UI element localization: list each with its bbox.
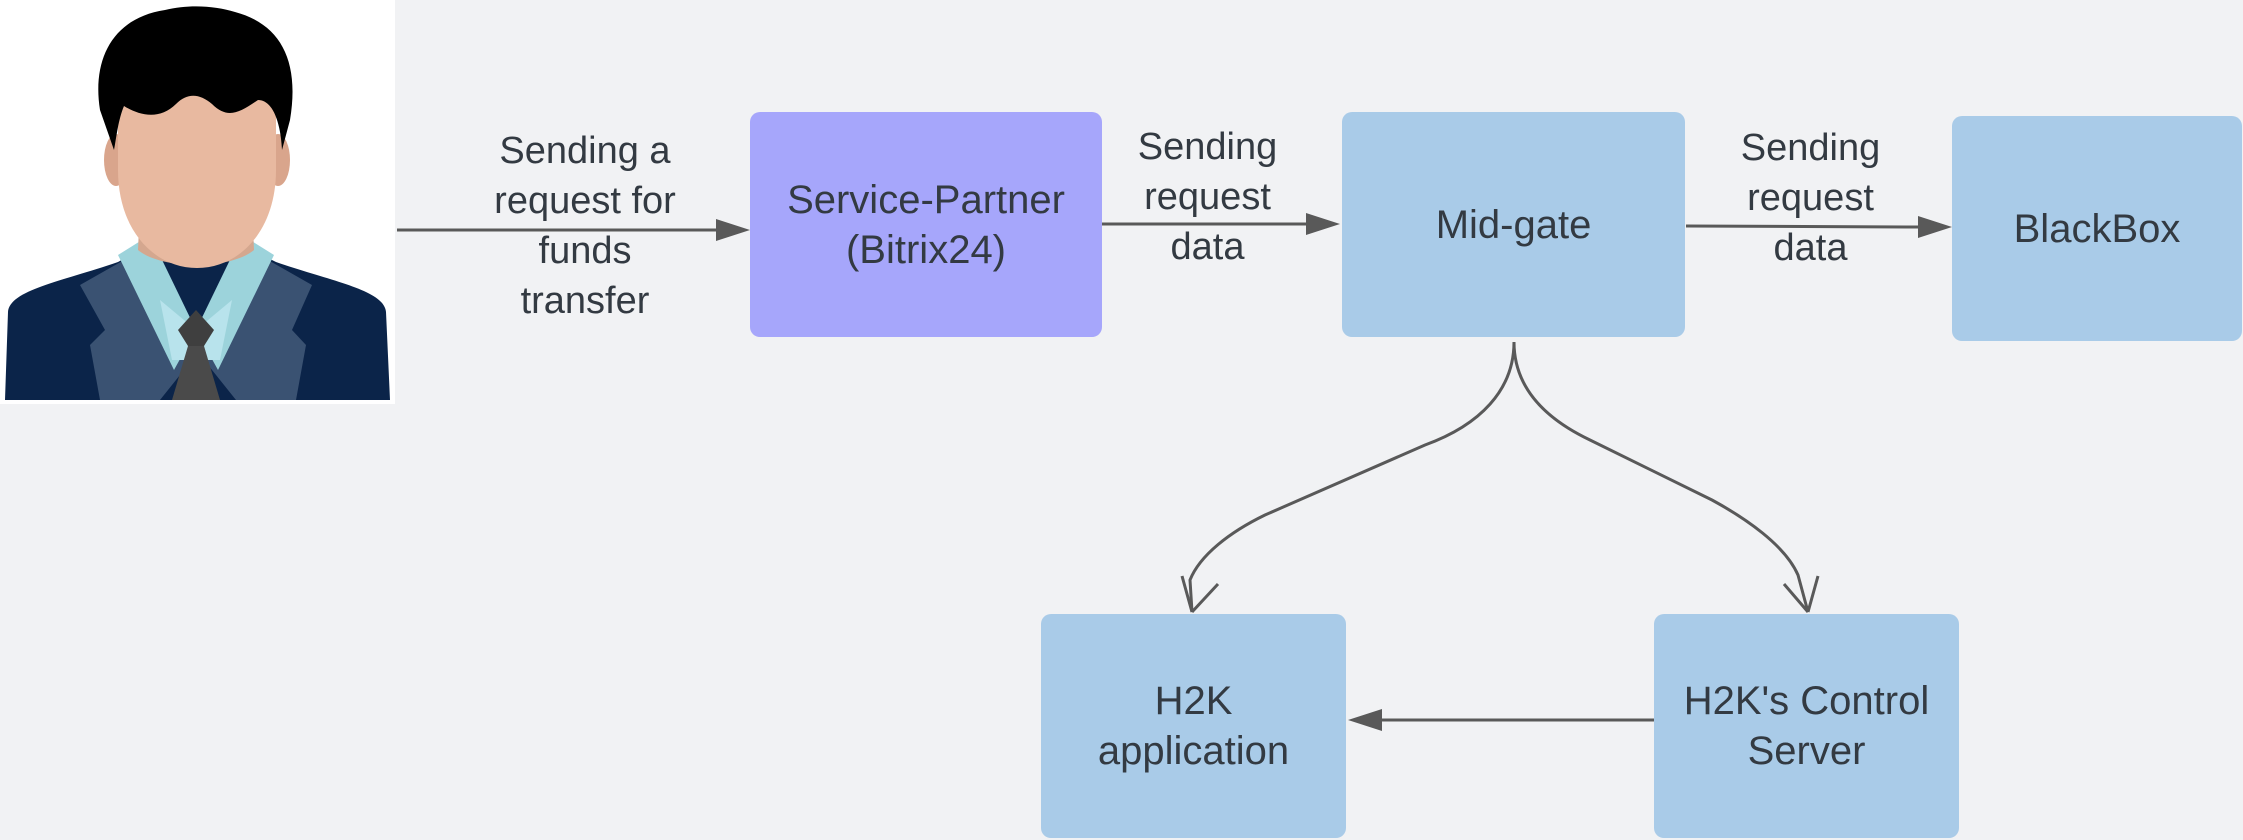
edge-partner-to-midgate: [1102, 213, 1340, 235]
edge-midgate-to-blackbox: [1685, 216, 1952, 238]
open-arrowhead-icon: [1180, 575, 1220, 614]
arrowhead-icon: [1348, 709, 1382, 731]
edge-control-server-to-h2k-application: [1348, 709, 1655, 731]
h2k-application-node[interactable]: H2K application: [1041, 614, 1346, 838]
edge-label-funds-transfer-request: Sending a request for funds transfer: [494, 130, 676, 322]
arrowhead-icon: [716, 219, 750, 241]
blackbox-node[interactable]: BlackBox: [1952, 116, 2242, 341]
edge-label-midgate-sending-data: Sending request data: [1740, 127, 1881, 269]
arrowhead-icon: [1306, 213, 1340, 235]
edge-midgate-to-h2k-application: [1180, 341, 1516, 614]
edge-midgate-to-control-server: [1512, 341, 1820, 613]
arrowhead-icon: [1918, 216, 1952, 238]
edge-user-to-partner: [397, 219, 750, 241]
h2k-control-server-node[interactable]: H2K's Control Server: [1654, 614, 1959, 838]
businessman-avatar-icon: [5, 6, 390, 400]
user-avatar: [0, 0, 395, 404]
mid-gate-node[interactable]: Mid-gate: [1342, 112, 1685, 337]
edge-label-partner-sending-data: Sending request data: [1137, 126, 1278, 268]
service-partner-node[interactable]: Service-Partner (Bitrix24): [750, 112, 1102, 337]
open-arrowhead-icon: [1782, 575, 1820, 613]
